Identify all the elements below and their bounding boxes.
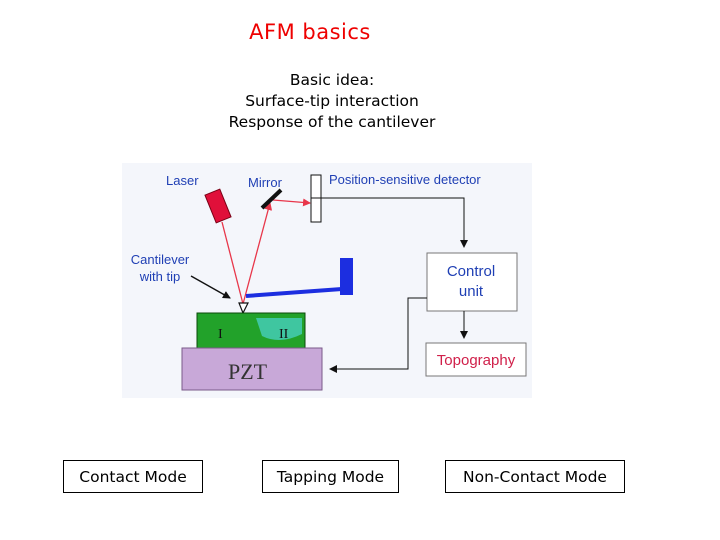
control-unit-label-2: unit xyxy=(459,283,484,300)
wire-detector-to-control xyxy=(321,197,468,248)
mirror-icon xyxy=(260,188,283,210)
subtitle-line-2: Surface-tip interaction xyxy=(245,92,419,110)
cantilever-pointer xyxy=(190,275,231,299)
laser-beam-reflected xyxy=(242,202,273,305)
laser-icon xyxy=(204,188,232,224)
cantilever-label-2: with tip xyxy=(139,269,180,284)
laser-beam-to-detector xyxy=(272,198,311,207)
sample-region-2 xyxy=(256,318,302,341)
cantilever-support xyxy=(340,258,353,295)
control-unit-box xyxy=(426,252,518,312)
wire-control-to-pzt xyxy=(329,297,427,373)
tapping-mode-button[interactable]: Tapping Mode xyxy=(262,460,399,493)
cantilever-beam xyxy=(245,287,343,298)
cantilever-label-1: Cantilever xyxy=(131,252,190,267)
mirror-label: Mirror xyxy=(248,175,283,190)
detector-label: Position-sensitive detector xyxy=(329,172,481,187)
control-unit-label-1: Control xyxy=(447,263,495,280)
subtitle-line-3: Response of the cantilever xyxy=(228,113,436,131)
subtitle-line-1: Basic idea: xyxy=(289,71,375,89)
laser-label: Laser xyxy=(166,173,199,188)
topography-box xyxy=(425,342,527,377)
laser-beam-incident xyxy=(221,221,244,305)
pzt-block xyxy=(181,347,323,391)
non-contact-mode-button[interactable]: Non-Contact Mode xyxy=(445,460,625,493)
pzt-label: PZT xyxy=(228,359,268,384)
topography-label: Topography xyxy=(437,352,516,369)
subtitle: Basic idea: Surface-tip interaction Resp… xyxy=(132,70,532,133)
sample-region-1-label: I xyxy=(218,327,223,342)
sample-region-2-label: II xyxy=(279,327,289,342)
page-title: AFM basics xyxy=(249,20,371,44)
contact-mode-button[interactable]: Contact Mode xyxy=(63,460,203,493)
tip-icon xyxy=(238,302,249,315)
